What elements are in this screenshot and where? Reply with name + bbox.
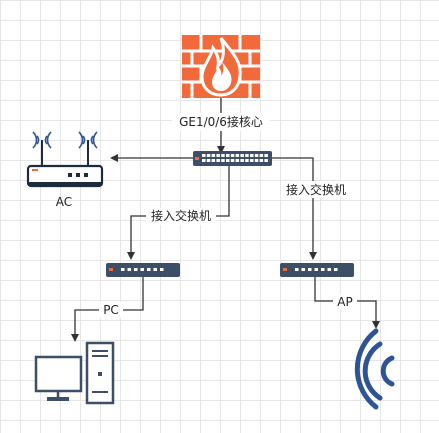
switch-port [206,159,211,162]
labels: GE1/0/6接核心 AC 接入交换机 接入交换机 PC AP [56,113,357,318]
switch-port [259,154,264,157]
switch-port [235,159,240,162]
switch-port [254,159,259,162]
label-access-switch-left: 接入交换机 [151,208,211,223]
switch-port [216,154,220,157]
switch-port [230,159,235,162]
switch-port [327,268,331,271]
firewall-icon [182,35,260,98]
switch-port [140,268,144,271]
switch-port [295,268,299,271]
switch-port [153,268,157,271]
switch-port [301,268,305,271]
switch-port [160,268,164,271]
switch-port [134,268,138,271]
switch-port [254,154,259,157]
switch-port [211,159,216,162]
switch-port [211,154,216,157]
switch-port [264,154,268,157]
access-switch-icon-left [106,263,180,277]
switch-port [226,154,230,157]
switch-port [321,268,325,271]
switch-port [147,268,151,271]
switch-port [121,268,125,271]
switch-port [221,154,225,157]
switch-port [250,159,254,162]
switch-port [226,159,230,162]
label-access-switch-right: 接入交换机 [286,182,346,197]
switch-port [230,154,235,157]
switch-port [245,159,249,162]
switch-port [264,159,268,162]
core-switch-icon [193,151,272,166]
switch-port [202,159,206,162]
switch-port [240,159,244,162]
connector-core-access-right [272,157,317,260]
switch-port [235,154,240,157]
switch-port [221,159,225,162]
switch-port [250,154,254,157]
access-switch-icon-right [280,263,354,277]
label-ac: AC [56,195,72,209]
wifi-signal-icon [354,328,395,410]
label-pc: PC [103,303,119,317]
switch-port [202,154,206,157]
label-ap: AP [337,295,352,309]
switch-port [259,159,264,162]
ac-controller-icon [26,131,104,188]
switch-port [314,268,318,271]
switch-port [245,154,249,157]
label-core-link: GE1/0/6接核心 [179,114,263,129]
switch-port [334,268,338,271]
switch-port [240,154,244,157]
pc-icon [34,341,115,405]
switch-port [127,268,131,271]
switch-port [308,268,312,271]
switch-port [206,154,211,157]
switch-port [216,159,220,162]
